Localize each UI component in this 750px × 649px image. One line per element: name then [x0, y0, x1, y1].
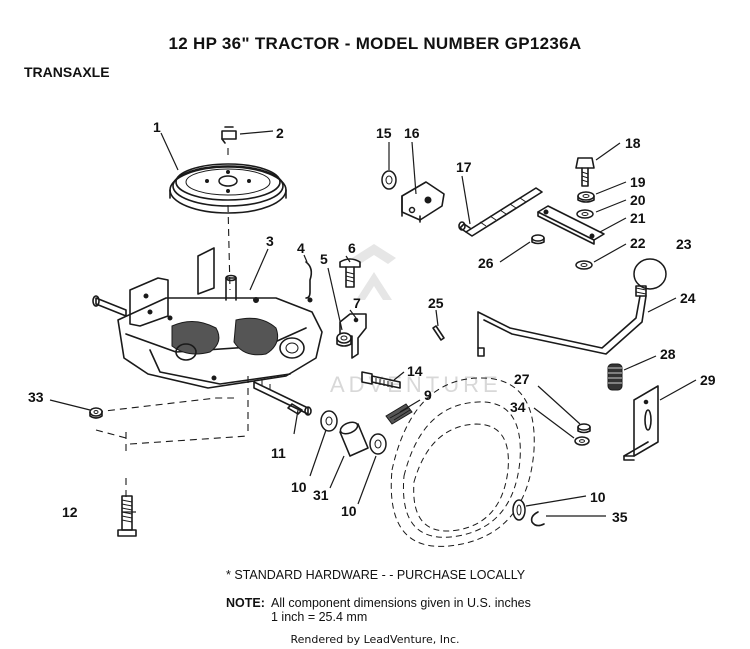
callout-22: 22 — [630, 235, 646, 251]
part-12-bolt — [117, 495, 137, 537]
callout-1: 1 — [153, 119, 161, 135]
callout-29: 29 — [700, 372, 716, 388]
part-33-nut — [89, 407, 103, 419]
callout-12: 12 — [62, 504, 78, 520]
part-35-clip — [530, 511, 545, 527]
dimensions-note: NOTE: All component dimensions given in U… — [226, 596, 531, 624]
part-10-washer-a — [320, 410, 338, 432]
callout-18: 18 — [625, 135, 641, 151]
render-credit: Rendered by LeadVenture, Inc. — [290, 633, 460, 646]
callout-10a: 10 — [291, 479, 307, 495]
callout-11: 11 — [271, 445, 286, 461]
callout-16: 16 — [404, 125, 420, 141]
part-24-shift-lever — [477, 285, 647, 357]
part-18-bolt — [575, 157, 595, 187]
part-19-nut — [577, 191, 595, 203]
note-line-2: 1 inch = 25.4 mm — [271, 610, 368, 624]
part-23-knob — [633, 258, 667, 290]
callout-26: 26 — [478, 255, 494, 271]
callout-28: 28 — [660, 346, 676, 362]
callout-33: 33 — [28, 389, 44, 405]
callout-10c: 10 — [590, 489, 606, 505]
standard-hardware-note: * STANDARD HARDWARE - - PURCHASE LOCALLY — [226, 568, 526, 582]
part-14-bolt — [361, 371, 401, 389]
callout-6: 6 — [348, 240, 356, 256]
part-10-washer-c — [512, 499, 526, 521]
note-line-1: All component dimensions given in U.S. i… — [271, 596, 531, 610]
part-10-washer-b — [369, 433, 387, 455]
callout-21: 21 — [630, 210, 646, 226]
part-20-washer — [576, 209, 594, 219]
callout-31: 31 — [313, 487, 329, 503]
leader-lines — [49, 130, 697, 517]
section-title: TRANSAXLE — [24, 64, 110, 80]
callout-10b: 10 — [341, 503, 357, 519]
part-5-nut — [336, 332, 352, 347]
callout-15: 15 — [376, 125, 392, 141]
callout-34: 34 — [510, 399, 526, 415]
part-2-key — [221, 126, 237, 144]
callout-23: 23 — [676, 236, 692, 252]
callout-20: 20 — [630, 192, 646, 208]
part-4-pin — [305, 261, 313, 303]
part-34-washer — [574, 436, 590, 446]
part-27-nut — [577, 423, 591, 434]
callout-17: 17 — [456, 159, 472, 175]
callout-27: 27 — [514, 371, 530, 387]
callout-labels: 1 2 3 4 5 6 7 9 10 10 10 11 12 14 15 16 … — [28, 119, 716, 525]
part-29-bracket — [623, 385, 659, 461]
part-22-washer — [575, 260, 593, 270]
callout-19: 19 — [630, 174, 646, 190]
part-17-rod — [458, 187, 543, 237]
part-11-key — [287, 403, 303, 415]
callout-5: 5 — [320, 251, 328, 267]
callout-35: 35 — [612, 509, 628, 525]
callout-25: 25 — [428, 295, 444, 311]
part-6-bolt — [339, 258, 361, 288]
part-15-washer — [381, 170, 397, 190]
part-28-spring — [607, 363, 623, 391]
rear-tire — [390, 377, 535, 547]
callout-24: 24 — [680, 290, 696, 306]
callout-9: 9 — [424, 387, 432, 403]
callout-7: 7 — [353, 295, 361, 311]
callout-14: 14 — [407, 363, 423, 379]
callout-4: 4 — [297, 240, 305, 256]
page-title: 12 HP 36" TRACTOR - MODEL NUMBER GP1236A — [168, 34, 582, 53]
part-25-pin — [432, 325, 445, 341]
transaxle-assembly — [92, 247, 323, 416]
part-16-bracket — [401, 181, 445, 223]
watermark-text: ADVENTURE — [330, 372, 502, 397]
note-label: NOTE: — [226, 596, 265, 610]
callout-2: 2 — [276, 125, 284, 141]
watermark: ADVENTURE — [330, 244, 502, 397]
part-31-spacer — [339, 421, 369, 457]
callout-3: 3 — [266, 233, 274, 249]
part-26-bushing — [531, 234, 545, 245]
part-21-link — [537, 205, 605, 245]
